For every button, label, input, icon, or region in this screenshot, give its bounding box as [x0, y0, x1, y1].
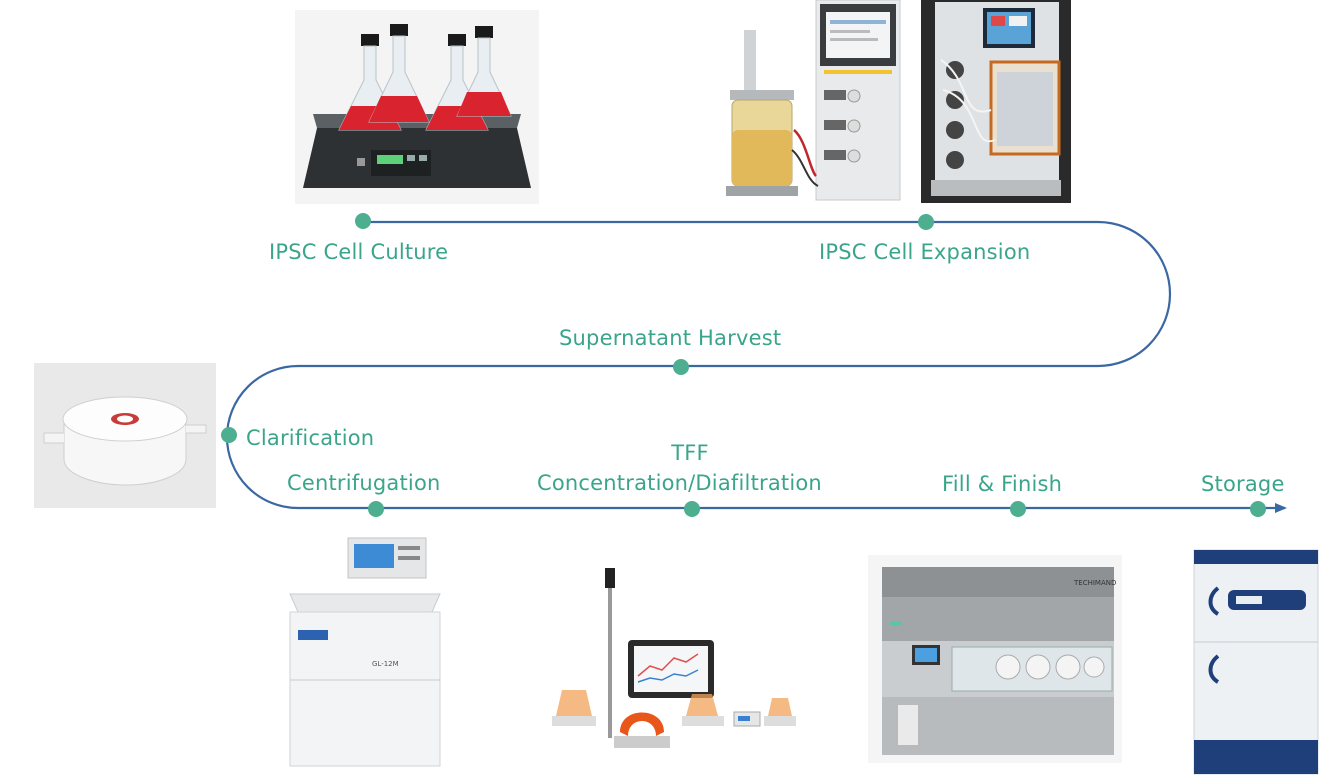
label-tff-subtitle: Concentration/Diafiltration	[537, 471, 822, 495]
node-ipsc-cell-expansion	[918, 214, 934, 230]
process-flow-path	[225, 220, 1287, 513]
node-ipsc-cell-culture	[355, 213, 371, 229]
node-fill-finish	[1010, 501, 1026, 517]
node-tff	[684, 501, 700, 517]
label-ipsc-cell-culture: IPSC Cell Culture	[269, 240, 449, 264]
label-centrifugation: Centrifugation	[287, 471, 441, 495]
tff-system-icon	[548, 566, 800, 756]
shaker-flasks-icon	[295, 10, 539, 204]
label-ipsc-cell-expansion: IPSC Cell Expansion	[819, 240, 1031, 264]
centrifuge-model-text: GL-12M	[372, 660, 399, 668]
centrifuge-icon: GL-12M	[286, 536, 444, 768]
freezer-icon	[1184, 548, 1332, 776]
label-clarification: Clarification	[246, 426, 375, 450]
label-tff: TFF	[671, 441, 709, 465]
cell-expansion-system-icon	[921, 0, 1071, 203]
node-clarification	[221, 427, 237, 443]
isolator-icon: TECHIMAND	[868, 555, 1122, 763]
bioreactor-icon	[706, 0, 902, 203]
node-supernatant-harvest	[673, 359, 689, 375]
node-centrifugation	[368, 501, 384, 517]
label-fill-finish: Fill & Finish	[942, 472, 1063, 496]
isolator-brand-text: TECHIMAND	[1073, 579, 1116, 587]
label-supernatant-harvest: Supernatant Harvest	[559, 326, 782, 350]
label-storage: Storage	[1201, 472, 1285, 496]
filter-capsule-icon	[34, 363, 216, 508]
node-storage	[1250, 501, 1266, 517]
